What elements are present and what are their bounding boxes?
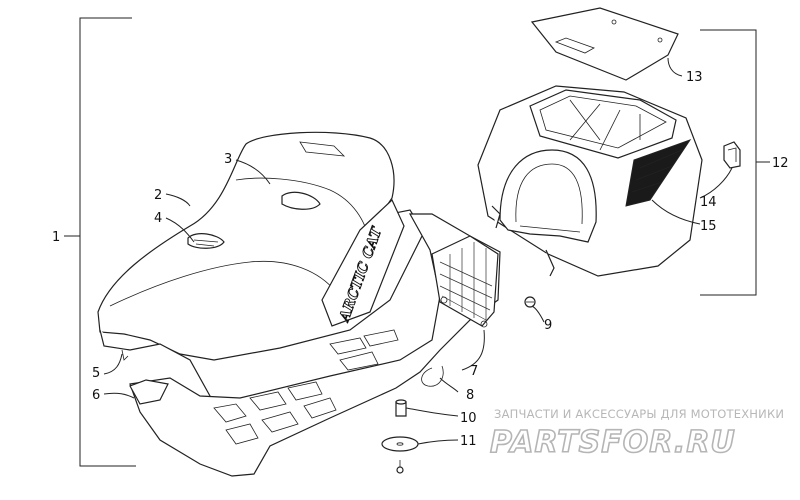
- callout-13: 13: [686, 70, 703, 85]
- callout-11: 11: [460, 434, 477, 449]
- callout-10: 10: [460, 411, 477, 426]
- callout-1: 1: [52, 230, 60, 245]
- callout-14: 14: [700, 195, 717, 210]
- callout-4: 4: [154, 211, 162, 226]
- callout-9: 9: [544, 318, 552, 333]
- watermark-brand: PARTSFOR.RU: [490, 425, 736, 460]
- callout-3: 3: [224, 152, 232, 167]
- latch: [723, 141, 741, 169]
- cable: [421, 365, 444, 387]
- callout-12: 12: [772, 156, 789, 171]
- leader-lines: [103, 57, 733, 445]
- callout-8: 8: [466, 388, 474, 403]
- callout-15: 15: [700, 219, 717, 234]
- callout-7: 7: [470, 364, 478, 379]
- bracket-seat-assembly: [64, 17, 136, 467]
- bracket-storage-assembly: [700, 29, 770, 296]
- washer-screw: [381, 436, 419, 474]
- callout-5: 5: [92, 366, 100, 381]
- seat: ARCTIC CAT: [97, 131, 425, 411]
- watermark: ЗАПЧАСТИ И АКСЕССУАРЫ ДЛЯ МОТОТЕХНИКИ PA…: [489, 407, 784, 461]
- callout-labels: 1 2 3 4 5 6 7 8 9 10 11 12 13 14 15: [52, 70, 789, 449]
- watermark-subtitle: ЗАПЧАСТИ И АКСЕССУАРЫ ДЛЯ МОТОТЕХНИКИ: [494, 407, 784, 421]
- seat-base: [121, 213, 501, 477]
- storage-box: [477, 85, 703, 277]
- callout-2: 2: [154, 188, 162, 203]
- bolt: [524, 296, 536, 308]
- callout-6: 6: [92, 388, 100, 403]
- bushing: [395, 399, 407, 417]
- storage-lid: [530, 7, 679, 81]
